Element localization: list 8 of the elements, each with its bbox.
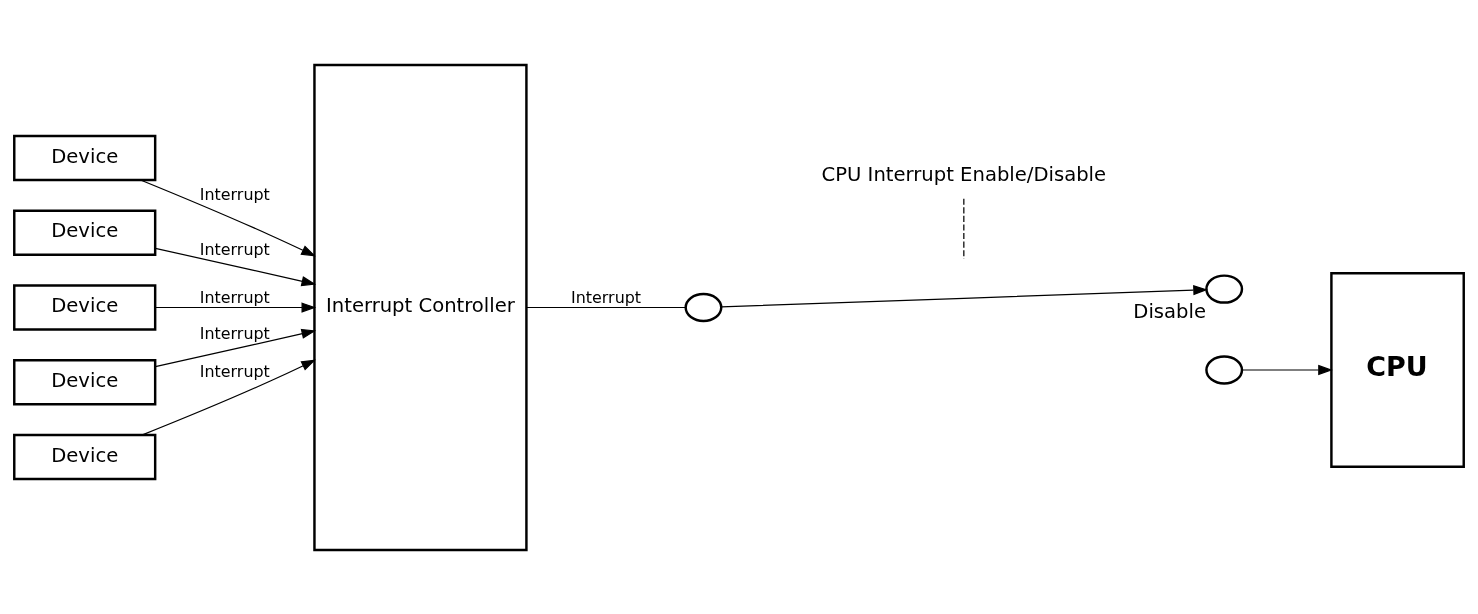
edge-label: Interrupt bbox=[199, 361, 270, 381]
edge-label: Interrupt bbox=[199, 323, 270, 343]
edge-label: Interrupt bbox=[199, 184, 270, 204]
node-label: Disable bbox=[1133, 299, 1207, 323]
edge-label: Interrupt bbox=[199, 287, 270, 307]
edge-label: Interrupt bbox=[571, 287, 642, 307]
edge-label: Interrupt bbox=[199, 239, 270, 259]
node-text: CPU Interrupt Enable/Disable bbox=[821, 162, 1107, 186]
